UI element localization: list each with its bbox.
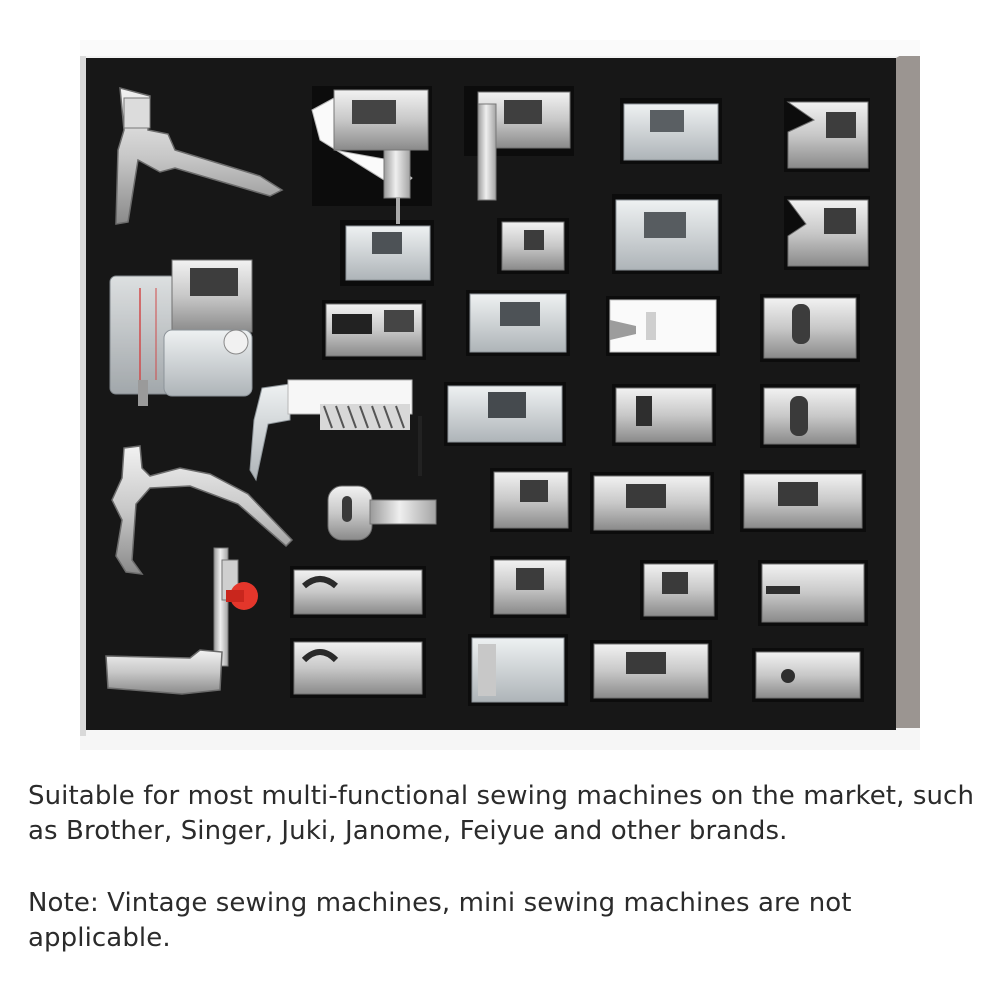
clear-wide-foot [615, 199, 719, 271]
clear-foot-top [623, 103, 719, 161]
white-teflon-foot [609, 299, 717, 353]
rolled-hem-guide-foot [311, 89, 429, 224]
rolled-hem-foot-top [786, 101, 869, 169]
edge-guide-arm [115, 86, 284, 225]
button-foot [327, 485, 437, 541]
guide-clear-foot [469, 293, 567, 353]
product-photo [80, 40, 920, 745]
small-feet [293, 91, 869, 703]
spring-darning-foot [249, 379, 422, 482]
walking-arm [111, 445, 294, 575]
red-knob-foot [105, 547, 258, 695]
bottom-row-feet [293, 559, 865, 703]
zipper-foot [477, 91, 571, 201]
note-caption: Note: Vintage sewing machines, mini sewi… [28, 888, 852, 953]
compatibility-caption: Suitable for most multi-functional sewin… [28, 781, 975, 846]
adjustable-blind-hem-foot [109, 259, 253, 406]
small-foot [345, 225, 431, 281]
notch-foot [787, 199, 869, 267]
